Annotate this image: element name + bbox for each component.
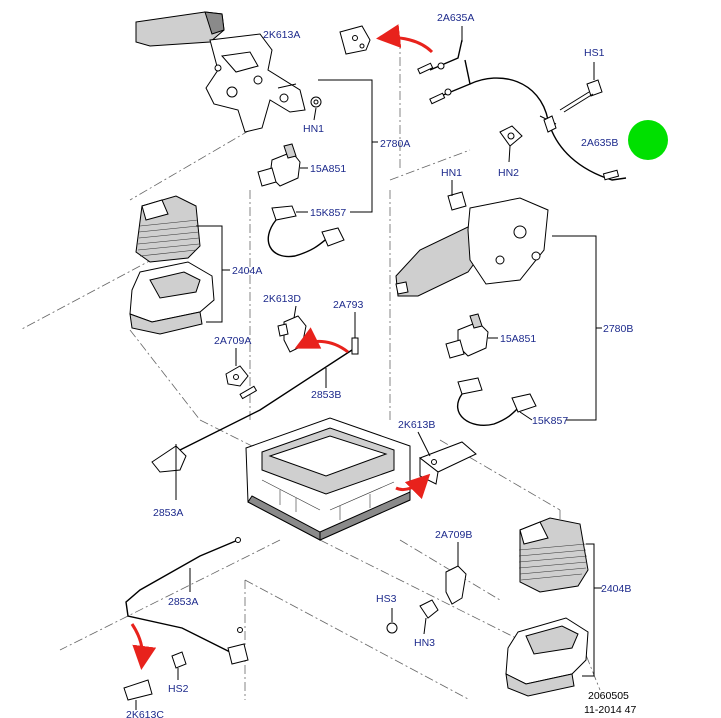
bracket-2k613b: [417, 431, 477, 485]
nut-hn1-top: [310, 96, 322, 121]
part-labels: 2K613A 2A635A HS1 HN1 2780A 15A851 15K85…: [126, 12, 633, 718]
switch-15a851-mid: [445, 313, 498, 359]
label-hn1-top: HN1: [303, 123, 324, 135]
cable-2853b: [151, 349, 353, 500]
bolt-hs1: [559, 62, 603, 113]
label-hn1-mid: HN1: [441, 167, 462, 179]
bolt-hs2: [171, 651, 187, 680]
boot-2404a: [129, 195, 230, 335]
nut-hn3: [419, 599, 439, 635]
date-code: 11-2014 47: [584, 704, 637, 716]
label-2404a: 2404A: [232, 265, 262, 277]
label-hn2: HN2: [498, 167, 519, 179]
arrow-to-2k613a: [376, 24, 434, 54]
callout-bracket-2780a: [318, 79, 378, 213]
label-2853a-left: 2853A: [153, 507, 183, 519]
bolt-hs3: [386, 608, 398, 634]
harness-15k857-top: [267, 205, 345, 258]
label-15k857-top: 15K857: [310, 207, 346, 219]
nut-hn2: [499, 125, 523, 163]
label-2k613b: 2K613B: [398, 419, 435, 431]
handbrake-lever-upper: [135, 11, 306, 133]
construction-lines: [19, 40, 601, 701]
arrow-to-2k613b: [395, 473, 431, 500]
harness-15k857-mid: [456, 377, 537, 426]
label-2a709b: 2A709B: [435, 529, 472, 541]
label-hs3: HS3: [376, 593, 397, 605]
label-2a635b: 2A635B: [581, 137, 618, 149]
label-hs1: HS1: [584, 47, 605, 59]
label-2404b: 2404B: [601, 583, 631, 595]
footer-reference: 2060505 11-2014 47: [584, 690, 637, 716]
clip-2a709a: [225, 348, 249, 387]
reference-number: 2060505: [588, 690, 629, 702]
label-15a851-mid: 15A851: [500, 333, 536, 345]
label-2a709a: 2A709A: [214, 335, 251, 347]
arrow-to-2k613c: [130, 623, 157, 670]
label-2780b: 2780B: [603, 323, 633, 335]
label-hs2: HS2: [168, 683, 189, 695]
label-2k613d: 2K613D: [263, 293, 301, 305]
cable-2853a-lower: [125, 537, 249, 665]
label-2780a: 2780A: [380, 138, 410, 150]
cable-2a635a: [417, 26, 627, 181]
handbrake-lever-lower: [395, 180, 602, 421]
label-15k857-mid: 15K857: [532, 415, 568, 427]
arrow-to-2k613d: [294, 327, 349, 354]
bracket-2k613a: [339, 25, 371, 55]
boot-2404b: [505, 517, 602, 697]
label-15a851-top: 15A851: [310, 163, 346, 175]
label-2k613a: 2K613A: [263, 29, 300, 41]
label-2853b: 2853B: [311, 389, 341, 401]
console-base-bracket: [245, 417, 411, 541]
label-2k613c: 2K613C: [126, 709, 164, 718]
label-2a635a: 2A635A: [437, 12, 474, 24]
bracket-2a709b: [445, 542, 467, 605]
switch-15a851-top: [257, 143, 308, 187]
label-2a793: 2A793: [333, 299, 364, 311]
label-2853a-low: 2853A: [168, 596, 198, 608]
red-arrows: [130, 24, 434, 670]
bracket-2k613c: [123, 679, 153, 710]
green-marker: [628, 120, 668, 160]
bolt-2a793: [351, 312, 359, 355]
label-hn3: HN3: [414, 637, 435, 649]
